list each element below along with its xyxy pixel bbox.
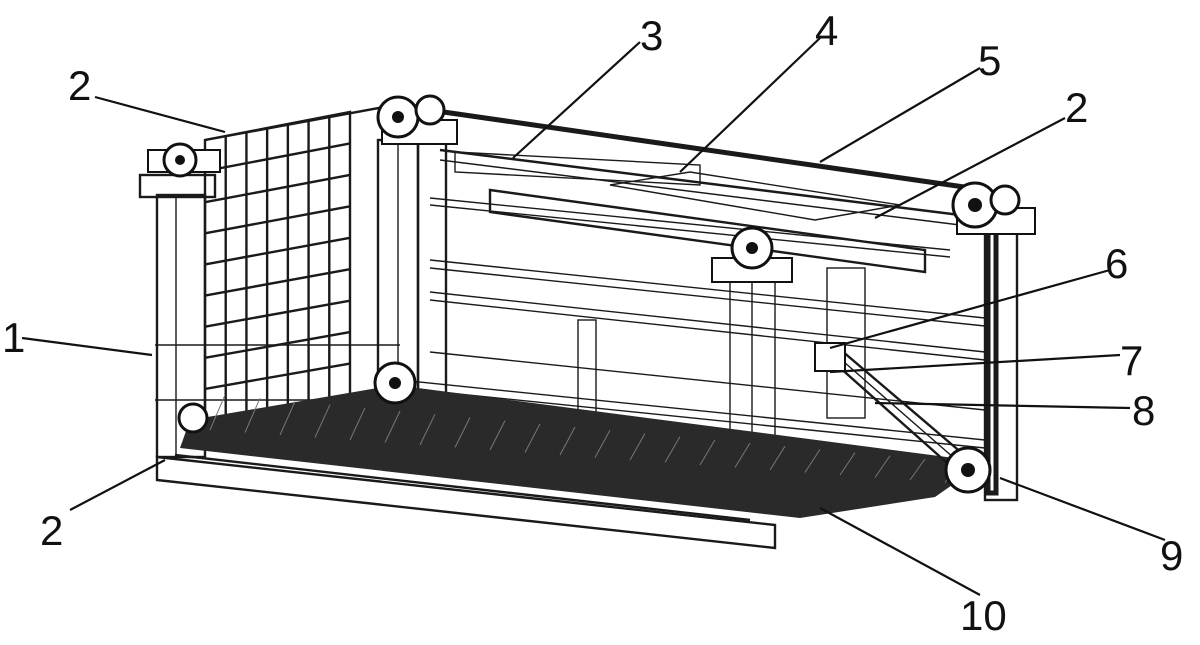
label-10: 10 bbox=[960, 592, 1007, 639]
belt-mesh-line bbox=[734, 442, 751, 468]
bracket-top-left bbox=[147, 142, 221, 178]
shelf-rails bbox=[399, 188, 986, 449]
belt-mesh-line bbox=[699, 439, 716, 466]
label-5: 5 bbox=[978, 37, 1001, 84]
pulley-lower-right bbox=[944, 446, 992, 494]
mesh-wire-horizontal bbox=[204, 299, 351, 328]
bracket-mid bbox=[711, 226, 793, 283]
label-6: 6 bbox=[1105, 240, 1128, 287]
belt-mesh-line bbox=[349, 407, 366, 441]
label-8: 8 bbox=[1132, 387, 1155, 434]
pulley-lower-left bbox=[177, 402, 209, 434]
mesh-wire-horizontal bbox=[204, 173, 351, 204]
belt-mesh-line bbox=[769, 445, 786, 471]
belt-mesh-line bbox=[489, 420, 506, 451]
belt-mesh-line bbox=[874, 455, 891, 478]
mesh-wire-horizontal bbox=[204, 330, 351, 359]
left-mesh-panel bbox=[203, 110, 352, 422]
label-9: 9 bbox=[1160, 532, 1183, 579]
belt-mesh-line bbox=[209, 394, 226, 431]
label-2-top-left: 2 bbox=[68, 62, 91, 109]
belt-mesh-line bbox=[594, 429, 611, 458]
belt-mesh-line bbox=[629, 433, 646, 461]
belt-mesh-line bbox=[909, 458, 926, 481]
belt-mesh-line bbox=[384, 410, 401, 443]
leader-lines bbox=[21, 37, 1166, 596]
bottom-mesh-belt bbox=[180, 385, 985, 518]
belt-mesh-line bbox=[419, 413, 436, 446]
belt-mesh-line bbox=[454, 417, 471, 448]
belt-mesh-line bbox=[244, 397, 261, 433]
label-2-right: 2 bbox=[1065, 84, 1088, 131]
mesh-wire-horizontal bbox=[204, 236, 351, 266]
belt-mesh-line bbox=[524, 423, 541, 453]
mesh-wire-horizontal bbox=[204, 268, 351, 297]
base-frame bbox=[155, 385, 985, 550]
belt-mesh-line bbox=[314, 404, 331, 438]
bracket-top-right bbox=[951, 181, 1021, 229]
mesh-wire-horizontal bbox=[204, 142, 351, 173]
callout-labels: 1 2 2 2 3 4 5 6 7 8 9 10 bbox=[2, 7, 1183, 639]
belt-mesh-line bbox=[279, 401, 296, 436]
bracket-top-front bbox=[376, 94, 458, 145]
label-2-bottom-left: 2 bbox=[40, 507, 63, 554]
mesh-wire-horizontal bbox=[204, 362, 351, 391]
belt-mesh-line bbox=[559, 426, 576, 456]
belt-mesh-line bbox=[839, 452, 856, 476]
belt-mesh-line bbox=[804, 449, 821, 473]
label-4: 4 bbox=[815, 7, 838, 54]
label-1: 1 bbox=[2, 314, 25, 361]
pulley-lower-front bbox=[373, 361, 417, 405]
mesh-wire-horizontal bbox=[204, 205, 351, 235]
top-frame bbox=[204, 102, 986, 226]
belt-mesh-line bbox=[664, 436, 681, 463]
label-3: 3 bbox=[640, 12, 663, 59]
label-7: 7 bbox=[1120, 337, 1143, 384]
